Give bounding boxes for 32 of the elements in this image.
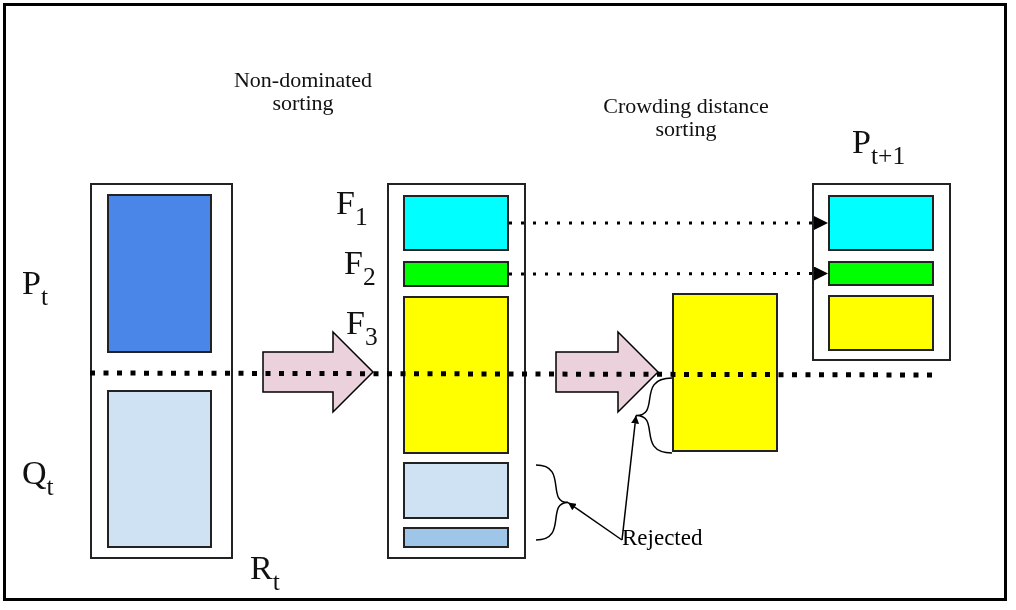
dotted-arrow	[509, 266, 828, 281]
variable-label: F$_{2}$	[344, 245, 376, 292]
population-block	[107, 390, 212, 548]
front-block	[828, 261, 934, 286]
front-block	[403, 261, 509, 287]
curly-brace	[636, 377, 672, 454]
variable-label: F$_{1}$	[336, 185, 368, 232]
front-block	[403, 527, 509, 548]
front-block	[403, 195, 509, 251]
heading-text: Non-dominated sorting	[232, 68, 374, 115]
population-column	[812, 183, 951, 361]
leader-line	[621, 414, 640, 541]
block-arrow	[555, 330, 660, 414]
front-block	[403, 296, 509, 454]
front-block	[672, 293, 778, 452]
front-block	[403, 462, 509, 519]
heading-text: Crowding distance sorting	[602, 94, 770, 141]
curly-brace	[536, 464, 568, 541]
variable-label: Q$_{t}$	[22, 455, 54, 502]
population-block	[107, 194, 212, 353]
variable-label: R$_{t}$	[250, 550, 280, 597]
variable-label: F$_{3}$	[346, 305, 378, 352]
population-column	[387, 183, 526, 559]
variable-label: P$_{t}$	[22, 265, 48, 312]
block-arrow	[262, 330, 375, 414]
front-block	[828, 195, 934, 251]
front-block	[828, 295, 934, 351]
rejected-label: Rejected	[622, 522, 726, 554]
leader-line	[567, 501, 623, 541]
population-column	[90, 183, 233, 559]
variable-label: P$_{t+1}$	[852, 124, 906, 171]
dotted-arrow	[509, 216, 828, 230]
